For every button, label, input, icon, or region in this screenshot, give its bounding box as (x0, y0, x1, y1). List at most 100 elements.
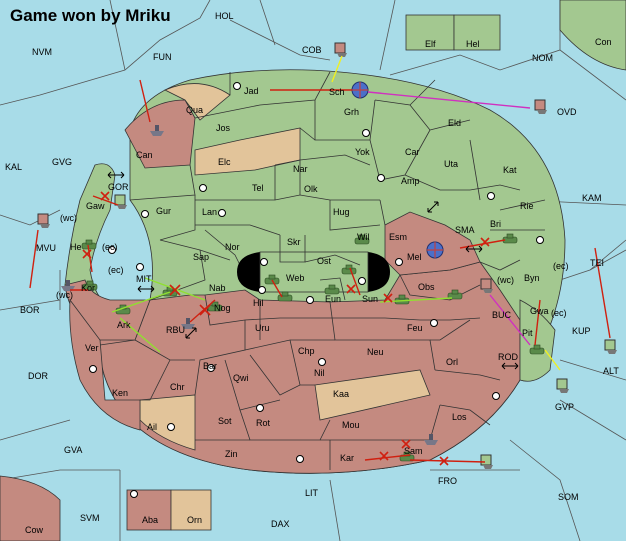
land-jos: Jos (216, 123, 231, 133)
land-sap: Sap (193, 252, 209, 262)
region-ver-ken[interactable] (69, 298, 141, 431)
land-gur: Gur (156, 206, 171, 216)
land-wil: Wil (357, 232, 370, 242)
fleets (37, 42, 617, 469)
land-bar: Bar (203, 361, 217, 371)
land-tel: Tel (252, 183, 264, 193)
center-block (259, 251, 369, 293)
land-skr: Skr (287, 237, 301, 247)
land-mou: Mou (342, 420, 360, 430)
land-esm: Esm (389, 232, 407, 242)
land-he: He (70, 242, 82, 252)
land-elc: Elc (218, 157, 231, 167)
sea-gvg: GVG (52, 157, 72, 167)
coast-tag-ec-he: (ec) (102, 242, 118, 252)
land-orl: Orl (446, 357, 458, 367)
land-hol: HOL (215, 11, 234, 21)
sea-rbu: RBU (166, 325, 185, 335)
land-web: Web (286, 273, 304, 283)
land-sot: Sot (218, 416, 232, 426)
land-nor: Nor (225, 242, 240, 252)
order-arrows (29, 55, 611, 463)
land-nog: Nog (214, 303, 231, 313)
sea-alt: ALT (603, 366, 619, 376)
land-ver: Ver (85, 343, 99, 353)
region-borders (129, 71, 546, 301)
region-cow[interactable] (0, 475, 61, 541)
region-ail[interactable] (139, 394, 196, 451)
land-sun: Sun (362, 294, 378, 304)
coast-tag-wc-kor: (wc) (56, 290, 73, 300)
center-borders (279, 235, 361, 301)
land-amp: Amp (401, 176, 420, 186)
region-hel[interactable] (453, 14, 501, 51)
land-ail: Ail (147, 422, 157, 432)
land-ark: Ark (117, 320, 131, 330)
land-kat: Kat (503, 165, 517, 175)
land-bri: Bri (490, 219, 501, 229)
sea-tei: TEI (590, 258, 604, 268)
land-obs: Obs (418, 282, 435, 292)
sea-fun: FUN (153, 52, 172, 62)
land-sch: Sch (329, 87, 345, 97)
land-olk: Olk (304, 184, 318, 194)
sea-dax: DAX (271, 519, 290, 529)
land-qua: Qua (186, 105, 203, 115)
region-kaa[interactable] (314, 369, 431, 421)
land-neu: Neu (367, 347, 384, 357)
land-nab: Nab (209, 283, 226, 293)
land-eld: Eld (448, 118, 461, 128)
supply-centers (89, 82, 544, 498)
land-los: Los (452, 412, 467, 422)
land-kaa: Kaa (333, 389, 349, 399)
sea-cob: COB (302, 45, 322, 55)
land-zin: Zin (225, 449, 238, 459)
land-hug: Hug (333, 207, 350, 217)
land-ost: Ost (317, 256, 332, 266)
land-uru: Uru (255, 323, 270, 333)
land-rie: Rie (520, 201, 534, 211)
land-qwi: Qwi (233, 373, 249, 383)
land-mel: Mel (407, 252, 422, 262)
sea-mit: MIT (136, 274, 152, 284)
land-orn: Orn (187, 515, 202, 525)
south-borders (99, 274, 501, 470)
land-aba: Aba (142, 515, 158, 525)
land-chp: Chp (298, 346, 315, 356)
region-qua[interactable] (164, 83, 231, 121)
land-kar: Kar (340, 453, 354, 463)
sea-bor: BOR (20, 305, 40, 315)
coast-tag-ec-kor: (ec) (108, 265, 124, 275)
sea-som: SOM (558, 492, 579, 502)
land-can: Can (136, 150, 153, 160)
sea-lit: LIT (305, 488, 319, 498)
canal-markers (107, 171, 519, 370)
region-orn[interactable] (170, 489, 212, 531)
sea-gor: GOR (108, 182, 129, 192)
sea-nvm: NVM (32, 47, 52, 57)
land-byn: Byn (524, 273, 540, 283)
sea-mvu: MVU (36, 243, 56, 253)
land-labels: HOL Elf Hel Jad Sch Qua Jos Grh Eld Can … (70, 11, 549, 525)
land-feu: Feu (407, 323, 423, 333)
sea-buc: BUC (492, 310, 512, 320)
land-gaw: Gaw (86, 201, 105, 211)
region-pit-gwa[interactable] (519, 299, 556, 382)
failed-order-marks (82, 191, 490, 466)
sea-ovd: OVD (557, 107, 577, 117)
sea-labels: NVM FUN COB NOM KAL GVG GOR MVU BOR DOR … (5, 37, 619, 535)
land-jad: Jad (244, 86, 259, 96)
land-chr: Chr (170, 382, 185, 392)
sea-nom: NOM (532, 53, 553, 63)
coast-tags: (wc) (ec) (wc) (ec) (wc) (ec) (ec) (56, 213, 569, 318)
sea-kal: KAL (5, 162, 22, 172)
sea-con: Con (595, 37, 612, 47)
center-cap-west (237, 252, 260, 292)
land-yok: Yok (355, 147, 370, 157)
coast-tag-wc-gaw: (wc) (60, 213, 77, 223)
coast-tag-ec-gwa: (ec) (551, 308, 567, 318)
land-hel: Hel (466, 39, 480, 49)
land-elf: Elf (425, 39, 436, 49)
sea-sma: SMA (455, 225, 475, 235)
